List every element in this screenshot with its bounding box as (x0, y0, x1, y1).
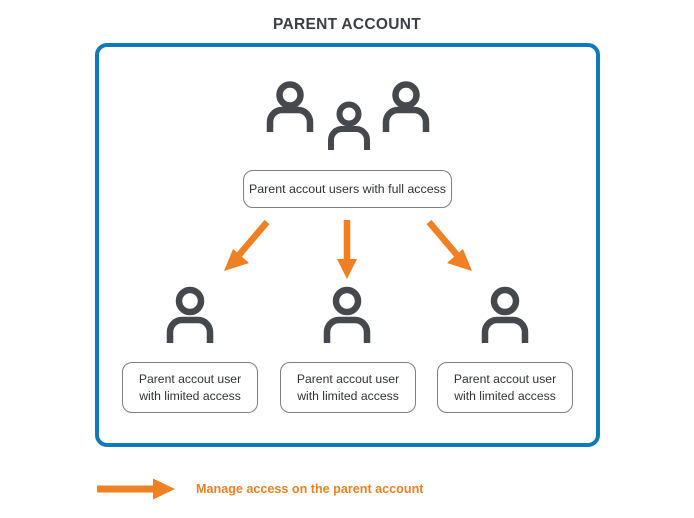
legend: Manage access on the parent account (95, 478, 423, 500)
label-line-2: with limited access (139, 388, 241, 403)
limited-access-label-box: Parent accout user with limited access (437, 362, 573, 413)
label-line-1: Parent accout user (453, 372, 557, 387)
label-line-2: with limited access (297, 388, 399, 403)
person-icon (166, 286, 214, 343)
person-icon (323, 286, 371, 343)
full-access-label-text: Parent accout users with full access (249, 181, 446, 196)
label-line-1: Parent accout user (296, 372, 400, 387)
three-people-icon (262, 80, 434, 152)
person-icon (481, 286, 529, 343)
limited-access-label-text: Parent accout user with limited access (139, 371, 241, 404)
legend-label: Manage access on the parent account (196, 482, 424, 496)
person-icon (328, 101, 370, 150)
full-access-label-box: Parent accout users with full access (243, 170, 452, 208)
person-icon (382, 81, 430, 132)
limited-access-label-text: Parent accout user with limited access (454, 371, 556, 404)
label-line-2: with limited access (454, 388, 556, 403)
limited-access-label-box: Parent accout user with limited access (122, 362, 258, 413)
limited-access-label-box: Parent accout user with limited access (280, 362, 416, 413)
label-line-1: Parent accout user (138, 372, 242, 387)
person-icon (266, 81, 314, 132)
limited-access-label-text: Parent accout user with limited access (297, 371, 399, 404)
page-title: PARENT ACCOUNT (273, 16, 421, 33)
right-arrow-icon (97, 478, 175, 500)
